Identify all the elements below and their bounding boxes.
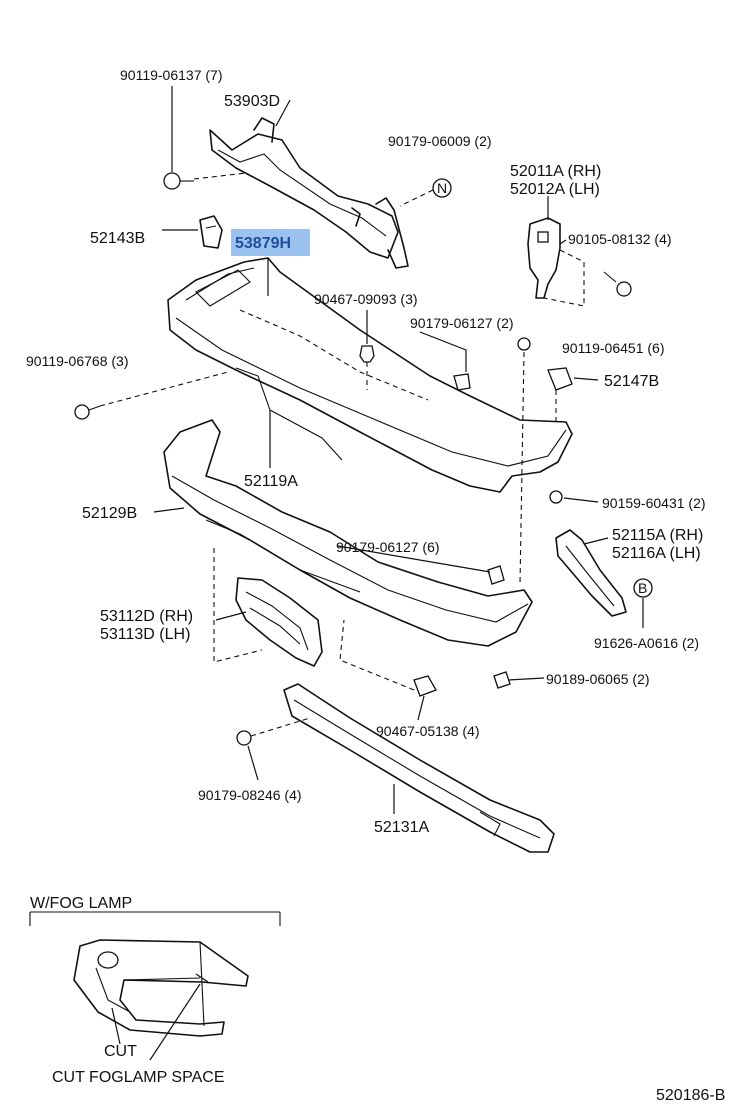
inset-caption: CUT FOGLAMP SPACE (52, 1069, 224, 1086)
marker-n (399, 178, 452, 207)
part-labels: 90119-06137 (7) 53903D 90179-06009 (2) 5… (26, 67, 706, 836)
label-90179-06127-a: 90179-06127 (2) (410, 315, 514, 331)
label-52129b: 52129B (82, 505, 137, 522)
marker-b-letter: B (638, 580, 647, 596)
label-91626-a0616: 91626-A0616 (2) (594, 635, 699, 651)
part-53903d-retainer (209, 117, 409, 269)
label-90179-08246: 90179-08246 (4) (198, 787, 302, 803)
marker-n-letter: N (437, 180, 447, 196)
figure-id: 520186-B (656, 1087, 725, 1104)
label-53112d: 53112D (RH) (100, 608, 193, 625)
fasteners-misc (74, 337, 573, 746)
label-52012a: 52012A (LH) (510, 181, 600, 198)
label-52147b: 52147B (604, 373, 659, 390)
label-90179-06127-b: 90179-06127 (6) (336, 539, 440, 555)
leader-lines (153, 86, 644, 814)
label-90159-60431: 90159-60431 (2) (602, 495, 706, 511)
label-52115a: 52115A (RH) (612, 527, 703, 544)
label-90467-05138: 90467-05138 (4) (376, 723, 480, 739)
label-90189-06065: 90189-06065 (2) (546, 671, 650, 687)
label-90467-09093: 90467-09093 (3) (314, 291, 418, 307)
bracket-52115a-52116a (555, 529, 627, 617)
marker-b (633, 578, 653, 598)
fog-lamp-inset: W/FOG LAMP CUT CUT FOGLAMP SPACE (29, 895, 281, 1086)
part-52131a-reinforcement (283, 683, 555, 853)
label-52011a: 52011A (RH) (510, 163, 601, 180)
part-bumper-cover (167, 257, 573, 493)
bracket-52011a-52012a (527, 217, 585, 307)
label-53903d: 53903D (224, 93, 280, 110)
part-52129b-lower-bumper (163, 419, 533, 647)
label-90105-08132: 90105-08132 (4) (568, 231, 672, 247)
inset-cut-label: CUT (104, 1043, 137, 1060)
label-52116a: 52116A (LH) (612, 545, 701, 562)
label-53879h: 53879H (235, 235, 291, 252)
label-52143b: 52143B (90, 230, 145, 247)
label-90119-06451: 90119-06451 (6) (562, 340, 664, 356)
label-90179-06009: 90179-06009 (2) (388, 133, 492, 149)
label-90119-06137: 90119-06137 (7) (120, 67, 222, 83)
bolt-90105-08132 (603, 271, 632, 297)
clip-52143b (199, 215, 223, 249)
bolt-90119-06137 (163, 172, 247, 190)
highlight-53879h (231, 229, 310, 256)
inset-title: W/FOG LAMP (30, 895, 132, 912)
part-53112d-53113d-retainer (213, 548, 323, 667)
label-52131a: 52131A (374, 819, 429, 836)
label-53113d: 53113D (LH) (100, 626, 190, 643)
label-90119-06768: 90119-06768 (3) (26, 353, 128, 369)
label-52119a: 52119A (244, 473, 298, 490)
